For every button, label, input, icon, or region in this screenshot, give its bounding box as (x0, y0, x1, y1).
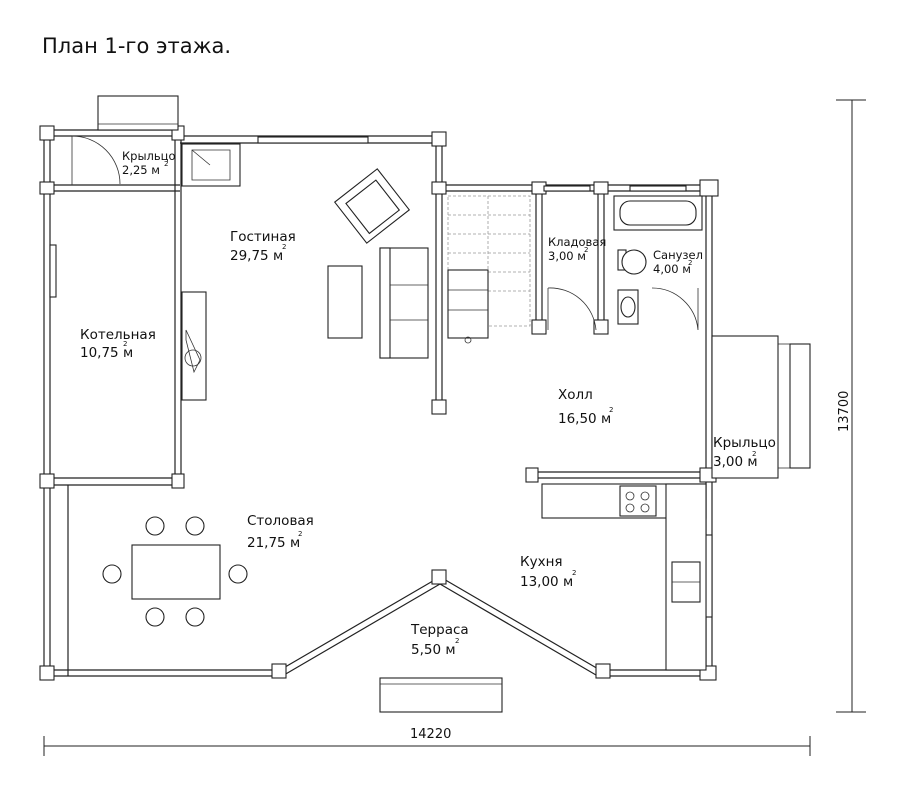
room-area: 29,75 м (230, 248, 283, 264)
room-label-porch-side: Крыльцо 3,00 м 2 (713, 435, 776, 470)
room-name: Кухня (520, 554, 563, 570)
bathroom-fixtures (613, 195, 703, 325)
room-label-hall: Холл 16,50 м 2 (558, 387, 613, 427)
area-exponent: 2 (752, 450, 756, 458)
staircase (447, 195, 531, 344)
area-exponent: 2 (455, 637, 459, 645)
area-exponent: 2 (688, 259, 692, 267)
room-name: Столовая (247, 513, 314, 529)
width-dimension: 14220 (410, 727, 451, 742)
area-exponent: 2 (164, 160, 168, 168)
room-label-bathroom: Санузел 4,00 м 2 (653, 248, 703, 276)
room-area: 21,75 м (247, 535, 300, 551)
room-area: 3,00 м (713, 454, 758, 470)
page-title: План 1-го этажа. (42, 34, 232, 58)
side-porch-deck (711, 335, 811, 479)
room-area: 5,50 м (411, 642, 456, 658)
room-label-terrace: Терраса 5,50 м 2 (410, 622, 469, 658)
area-exponent: 2 (584, 246, 588, 254)
area-exponent: 2 (572, 569, 576, 577)
room-area: 16,50 м (558, 411, 611, 427)
living-furniture (327, 168, 429, 359)
room-label-boiler-room: Котельная 10,75 м 2 (80, 327, 156, 361)
room-area: 10,75 м (80, 345, 133, 361)
room-name: Крыльцо (713, 435, 776, 451)
room-name: Котельная (80, 327, 156, 343)
room-name: Терраса (410, 622, 469, 638)
fireplace (181, 143, 241, 187)
room-name: Холл (558, 387, 593, 403)
room-label-dining-room: Столовая 21,75 м 2 (247, 513, 314, 551)
dimension-lines (43, 99, 866, 756)
room-label-kitchen: Кухня 13,00 м 2 (520, 554, 576, 590)
room-label-porch-top: Крыльцо 2,25 м 2 (122, 149, 176, 177)
room-name: Гостиная (230, 229, 296, 245)
room-area: 13,00 м (520, 574, 573, 590)
kitchen-counters (541, 483, 707, 671)
room-label-living-room: Гостиная 29,75 м 2 (230, 229, 296, 264)
room-name: Кладовая (548, 235, 606, 249)
boiler (181, 291, 207, 401)
height-dimension: 13700 (837, 391, 852, 432)
room-name: Санузел (653, 248, 703, 262)
area-exponent: 2 (298, 530, 302, 538)
room-area: 3,00 м (548, 249, 586, 263)
area-exponent: 2 (609, 406, 613, 414)
room-name: Крыльцо (122, 149, 176, 163)
room-area: 2,25 м (122, 163, 160, 177)
room-area: 4,00 м (653, 262, 691, 276)
log-ends (39, 125, 719, 681)
exterior-walls (43, 129, 713, 677)
area-exponent: 2 (123, 340, 127, 348)
area-exponent: 2 (282, 243, 286, 251)
dining-table (102, 516, 248, 627)
room-label-pantry: Кладовая 3,00 м 2 (548, 235, 606, 263)
